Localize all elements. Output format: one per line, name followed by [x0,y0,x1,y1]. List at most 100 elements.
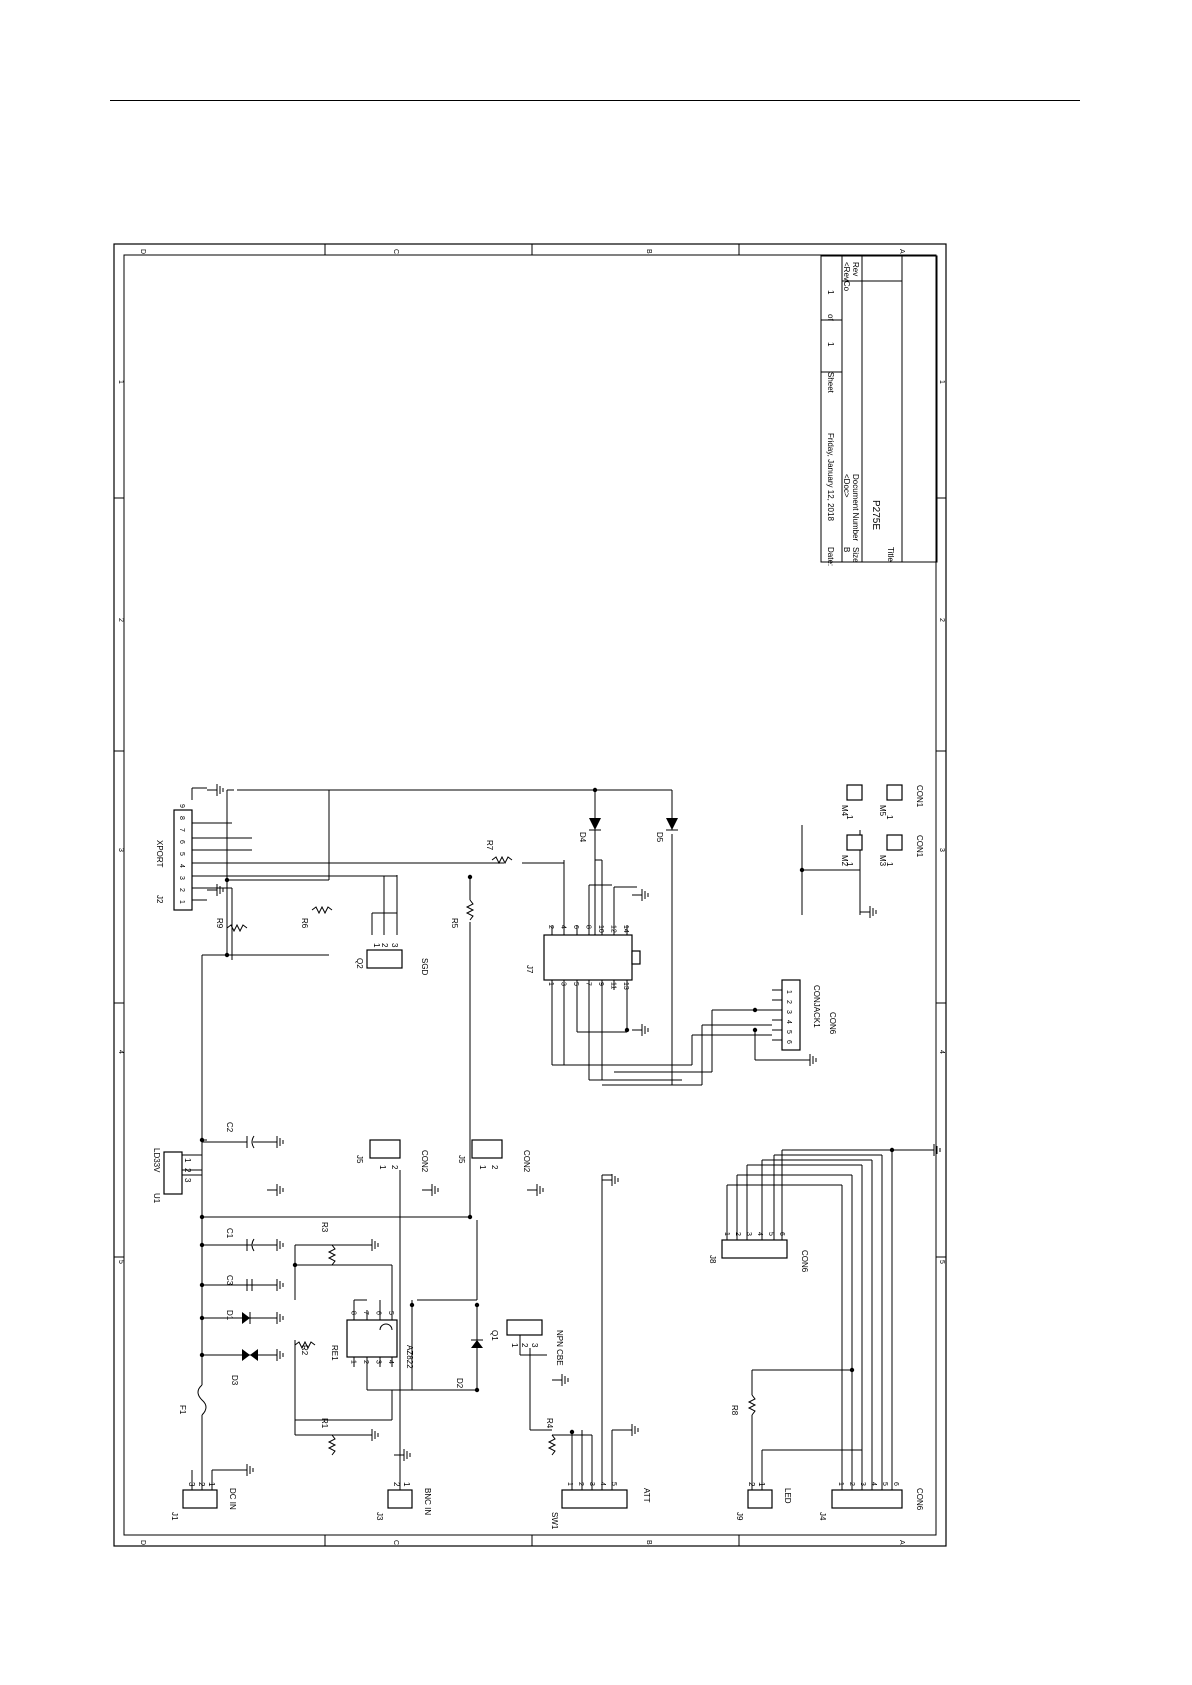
conjack1-value: CON6 [828,1012,837,1035]
j4-pin-6: 6 [892,1482,899,1486]
resistor-r4: R4 [545,1418,557,1456]
zone-label-right-5: 5 [938,1260,945,1264]
j2-ref: J2 [155,895,164,904]
junction-dot [199,1137,205,1143]
j5b-pin-1: 1 [478,1165,487,1170]
r1-ref: R1 [320,1418,329,1429]
mount-m5: M5 1 CON1 [878,784,924,820]
r7-ref: R7 [485,840,494,851]
u1-value: LD33V [152,1148,161,1173]
u1-pin-1: 1 [183,1158,192,1163]
transistor-q1: Q1 NPN CBE 1 2 3 [490,1319,564,1366]
conjack1-pin-6: 6 [785,1040,792,1044]
zone-label-top-B: B [645,249,652,254]
m2-ref: M2 [840,855,849,867]
re1-pin-2: 2 [362,1360,369,1364]
m4-ref: M4 [840,805,849,817]
ground-symbol [237,1464,254,1476]
sheet-label: Sheet [826,372,835,394]
j7-pin-7: 7 [585,982,592,986]
resistor-r2: R2 [294,1340,316,1356]
j4-value: CON6 [915,1488,924,1511]
zone-label-left-5: 5 [117,1260,124,1264]
ground-symbol [362,1429,379,1441]
junction-dot [467,1214,473,1220]
c3-ref: C3 [225,1275,234,1286]
j7-pin-12: 12 [610,925,617,933]
diode-d4: D4 [578,818,601,843]
j2-pin-7: 7 [178,828,185,832]
zone-label-right-4: 4 [938,1050,945,1054]
r3-ref: R3 [320,1222,329,1233]
u1-ref: U1 [152,1193,161,1204]
j2-pin-5: 5 [178,852,185,856]
j3-value: BNC IN [423,1488,432,1515]
sw1-ref: SW1 [550,1512,559,1530]
j4-pin-3: 3 [859,1482,866,1486]
j8-value: CON6 [800,1250,809,1273]
capacitor-c3: C3 [225,1275,267,1291]
conjack1-pin-5: 5 [785,1030,792,1034]
junction-dot [199,1214,205,1220]
junction-dot [199,1242,205,1248]
docnum-value: <Doc> [842,474,851,498]
q2-pin-2: 2 [380,943,389,948]
j1-pin-3: 3 [187,1482,196,1487]
zone-label-top-C: C [392,249,399,254]
junction-dot [224,877,230,883]
junction-dot [409,1302,415,1308]
j7-pin-11: 11 [610,982,617,989]
j3-ref: J3 [375,1512,384,1521]
junction-dot [624,1027,630,1033]
r5-ref: R5 [450,918,459,929]
j1-value: DC IN [228,1488,237,1510]
j7-pin-9: 9 [597,982,604,986]
resistor-r9: R9 [215,918,264,956]
ground-symbol [207,884,224,896]
resistor-r6: R6 [300,905,333,929]
ground-symbol [267,1136,284,1148]
junction-dot [199,1282,205,1288]
zone-label-top-A: A [898,249,905,254]
j8-pin-4: 4 [756,1232,763,1236]
j4-pin-5: 5 [881,1482,888,1486]
re1-pin-4: 4 [387,1360,394,1364]
wiring [182,787,924,1490]
ground-symbol [207,784,224,796]
diode-d2: D2 [455,1305,483,1390]
r4-ref: R4 [545,1418,554,1429]
u1-pin-2: 2 [183,1168,192,1173]
junction-dot [569,1429,575,1435]
j2-pin-8: 8 [178,816,185,820]
junction-dot [799,867,805,873]
ground-symbol [267,1239,284,1251]
d3-ref: D3 [230,1375,239,1386]
conjack1-pin-1: 1 [785,990,792,994]
regulator-u1: U1 LD33V 1 2 3 [152,1148,192,1204]
q1-pin-1: 1 [510,1343,519,1348]
j5a-ref: J5 [355,1155,364,1164]
docnum-label: Document Number [851,474,860,541]
junction-dot [752,1027,758,1033]
q1-ref: Q1 [490,1330,499,1341]
u1-pin-3: 3 [183,1178,192,1183]
sw1-value: ATT [642,1488,651,1503]
rev-value: <RevCo [842,262,851,292]
d5-ref: D5 [655,832,664,843]
q2-pin-1: 1 [372,943,381,948]
title-block: Title P275E Size B Document Number <Doc>… [820,255,938,566]
junction-dots [199,787,895,1435]
sw1-pin-4: 4 [599,1482,606,1486]
sw1-pin-1: 1 [566,1482,573,1486]
j7-pin-10: 10 [597,925,604,933]
junction-dot [752,1007,758,1013]
ground-symbol [622,1424,639,1436]
q2-ref: Q2 [355,958,364,969]
q2-value: SGD [420,958,429,976]
conjack1-ref: CONJACK1 [812,985,821,1028]
zone-label-bottom-C: C [392,1540,399,1545]
